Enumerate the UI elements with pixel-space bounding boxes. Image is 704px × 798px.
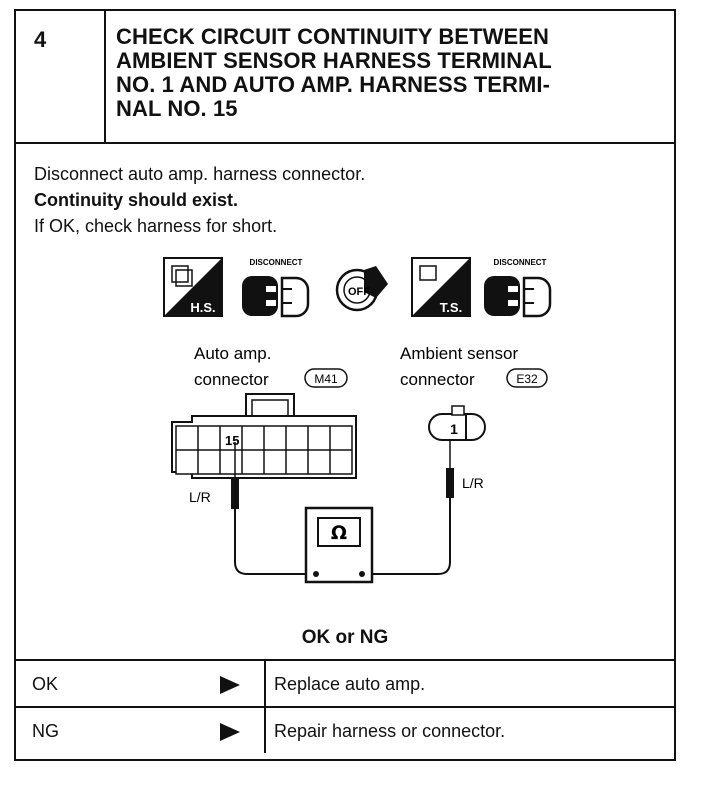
step-header: 4 CHECK CIRCUIT CONTINUITY BETWEEN AMBIE… <box>16 11 674 144</box>
ambient-sensor-label: Ambient sensor <box>400 344 518 363</box>
step-number: 4 <box>16 11 106 142</box>
ignition-off-icon: OFF <box>335 266 388 312</box>
terminal-number: 1 <box>450 421 458 437</box>
step-title: CHECK CIRCUIT CONTINUITY BETWEEN AMBIENT… <box>116 25 661 121</box>
test-probe-right: L/R <box>446 440 484 498</box>
result-row-ok: OK Replace auto amp. <box>16 659 674 706</box>
step-title-line: CHECK CIRCUIT CONTINUITY BETWEEN <box>116 24 550 49</box>
svg-text:H.S.: H.S. <box>190 300 215 315</box>
connector-code-badge <box>304 368 348 388</box>
instruction-disconnect: Disconnect auto amp. harness connector. <box>34 164 366 184</box>
svg-text:OFF: OFF <box>348 286 370 298</box>
connector-code: E32 <box>516 372 538 386</box>
test-probe-left: L/R <box>189 442 239 509</box>
ohm-icon: Ω <box>331 522 347 544</box>
result-action: Replace auto amp. <box>274 674 426 694</box>
step-title-line: NO. 1 AND AUTO AMP. HARNESS TERMI- <box>116 72 551 97</box>
step-title-line: NAL NO. 15 <box>116 96 238 121</box>
step-title-line: AMBIENT SENSOR HARNESS TERMINAL <box>116 48 552 73</box>
result-key: OK <box>32 674 59 694</box>
result-key: NG <box>32 721 59 741</box>
disconnect-icon: DISCONNECT <box>242 258 310 318</box>
arrow-right-icon <box>220 723 240 741</box>
continuity-diagram: H.S. DISCONNECT OFF <box>163 257 552 584</box>
test-lead <box>234 509 316 575</box>
test-lead <box>362 498 451 575</box>
connector-code: M41 <box>314 372 338 386</box>
arrow-right-icon <box>220 676 240 694</box>
svg-text:DISCONNECT: DISCONNECT <box>250 258 303 267</box>
svg-text:T.S.: T.S. <box>440 300 462 315</box>
terminal-number: 15 <box>225 433 239 448</box>
ambient-sensor-connector: 1 <box>428 405 486 441</box>
inspection-step-card: 4 CHECK CIRCUIT CONTINUITY BETWEEN AMBIE… <box>14 9 676 761</box>
result-row-ng: NG Repair harness or connector. <box>16 706 674 753</box>
instruction-if-ok: If OK, check harness for short. <box>34 216 278 236</box>
ambient-sensor-label: connector <box>400 370 475 389</box>
auto-amp-label: Auto amp. <box>194 344 272 363</box>
svg-text:DISCONNECT: DISCONNECT <box>494 258 547 267</box>
instruction-continuity: Continuity should exist. <box>34 190 239 210</box>
step-body: Disconnect auto amp. harness connector. … <box>16 142 674 659</box>
disconnect-icon: DISCONNECT <box>484 258 552 318</box>
auto-amp-connector: 15 <box>171 393 357 479</box>
result-heading: OK or NG <box>301 627 389 648</box>
result-action: Repair harness or connector. <box>274 721 506 741</box>
terminal-side-icon: T.S. <box>411 257 471 317</box>
wire-color-label: L/R <box>189 489 211 505</box>
wire-color-label: L/R <box>462 475 484 491</box>
ohmmeter: Ω <box>304 506 374 584</box>
connector-code-badge <box>506 368 548 388</box>
auto-amp-label: connector <box>194 370 269 389</box>
harness-side-icon: H.S. <box>163 257 223 317</box>
